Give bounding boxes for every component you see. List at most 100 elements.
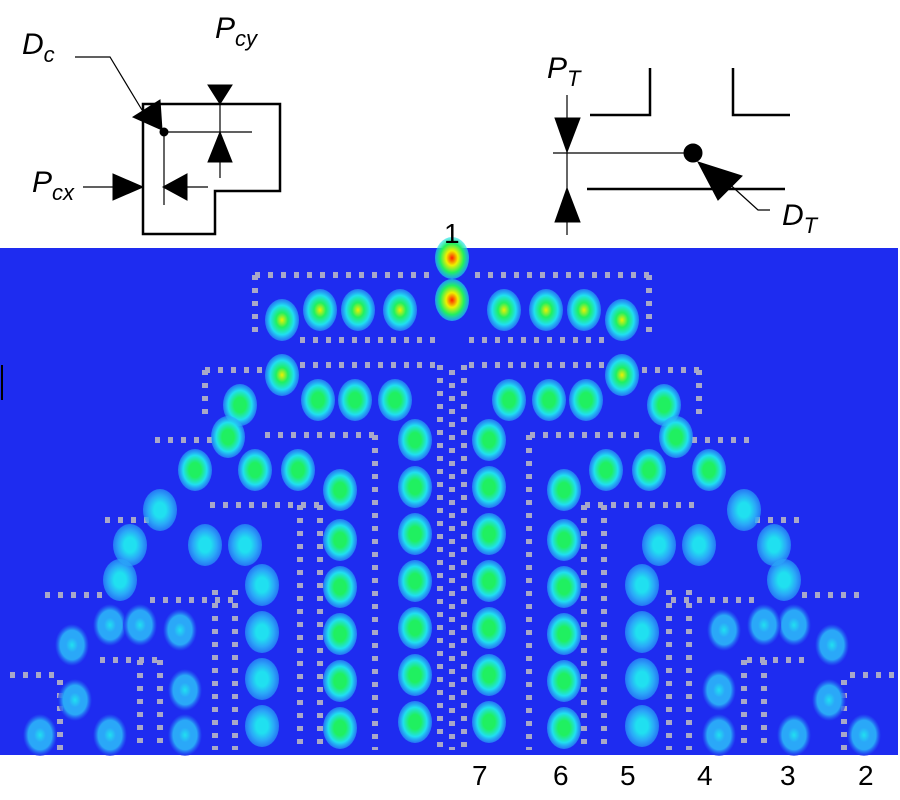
field-spot: [228, 524, 262, 566]
field-spot: [398, 701, 432, 743]
port-1-label: 1: [444, 218, 460, 249]
field-spot: [647, 384, 681, 426]
arrow-up-icon: [207, 130, 233, 163]
field-spot: [378, 379, 412, 421]
field-spot: [815, 624, 849, 666]
arrow-diagonal-icon: [696, 161, 743, 201]
field-spot: [398, 419, 432, 461]
field-spot: [472, 419, 506, 461]
field-spot: [472, 701, 506, 743]
field-spot: [323, 707, 357, 749]
field-spot: [529, 289, 563, 331]
field-spot: [659, 416, 693, 458]
field-spot: [323, 613, 357, 655]
field-spot: [532, 379, 566, 421]
port-3-label: 3: [780, 760, 796, 791]
field-spot: [93, 714, 127, 756]
field-spot: [605, 354, 639, 396]
field-spot: [168, 714, 202, 756]
field-spot: [143, 489, 177, 531]
field-spot: [265, 299, 299, 341]
field-intensity-spots: [23, 237, 881, 756]
port-6-label: 6: [553, 760, 569, 791]
tee-center-dot: [683, 143, 703, 163]
field-spot: [168, 669, 202, 711]
field-spot: [323, 469, 357, 511]
field-spot: [847, 714, 881, 756]
field-spot: [605, 299, 639, 341]
field-spot: [435, 279, 469, 321]
field-spot: [702, 669, 736, 711]
field-spot: [338, 379, 372, 421]
field-spot: [777, 714, 811, 756]
label-pt: PT: [547, 52, 582, 91]
field-spot: [281, 449, 315, 491]
field-spot: [245, 564, 279, 606]
field-spot: [642, 524, 676, 566]
field-spot: [472, 607, 506, 649]
field-spot: [103, 559, 137, 601]
arrow-down-icon: [207, 84, 233, 105]
field-spot: [547, 660, 581, 702]
field-spot: [301, 379, 335, 421]
field-spot: [55, 624, 89, 666]
field-spot: [398, 654, 432, 696]
arrow-left-icon: [161, 173, 188, 201]
field-spot: [163, 609, 197, 651]
field-spot: [625, 705, 659, 747]
field-spot: [93, 604, 127, 646]
field-spot: [323, 519, 357, 561]
port-5-label: 5: [620, 760, 636, 791]
field-spot: [398, 513, 432, 555]
arrow-down-icon: [554, 117, 581, 154]
field-spot: [398, 560, 432, 602]
field-spot: [682, 524, 716, 566]
field-spot: [547, 566, 581, 608]
field-spot: [23, 714, 57, 756]
field-spot: [245, 658, 279, 700]
field-spot: [589, 449, 623, 491]
field-spot: [747, 604, 781, 646]
field-spot: [547, 707, 581, 749]
field-spot: [238, 449, 272, 491]
field-spot: [123, 604, 157, 646]
field-spot: [472, 654, 506, 696]
field-spot: [398, 607, 432, 649]
field-spot: [245, 705, 279, 747]
field-spot: [245, 611, 279, 653]
port-7-label: 7: [472, 760, 488, 791]
field-spot: [472, 466, 506, 508]
field-spot: [625, 611, 659, 653]
field-spot: [492, 379, 526, 421]
field-spot: [211, 416, 245, 458]
field-spot: [547, 613, 581, 655]
field-spot: [323, 566, 357, 608]
field-spot: [812, 679, 846, 721]
photonic-crystal-holes: [10, 272, 894, 750]
field-spot: [223, 384, 257, 426]
field-spot: [707, 609, 741, 651]
arrow-diagonal-icon: [131, 99, 163, 131]
field-spot: [487, 289, 521, 331]
label-dt: DT: [782, 199, 819, 238]
field-spot: [383, 289, 417, 331]
field-spot: [303, 289, 337, 331]
field-spot: [625, 564, 659, 606]
field-spot: [569, 379, 603, 421]
label-pcx: Pcx: [32, 166, 75, 205]
field-spot: [757, 524, 791, 566]
field-spot: [265, 354, 299, 396]
port-2-label: 2: [858, 760, 874, 791]
tee-schematic: [553, 68, 790, 235]
field-spot: [323, 660, 357, 702]
arrow-up-icon: [554, 186, 581, 223]
field-spot: [472, 513, 506, 555]
cross-schematic: [75, 56, 282, 236]
field-spot: [692, 449, 726, 491]
label-dc: Dc: [22, 28, 55, 67]
cross-outline: [141, 102, 282, 236]
field-spot: [625, 658, 659, 700]
field-spot: [727, 489, 761, 531]
port-4-label: 4: [697, 760, 713, 791]
